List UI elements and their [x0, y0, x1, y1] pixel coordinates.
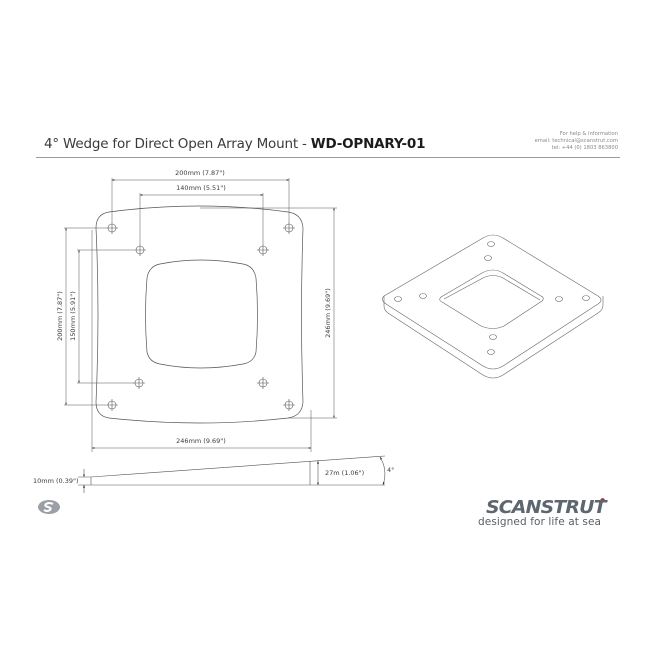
header-rule — [36, 157, 620, 158]
dim-overall-width: 246mm (9.69") — [176, 437, 226, 445]
brand-tagline: designed for life at sea — [478, 516, 602, 528]
angle-arc — [379, 456, 386, 486]
hole-icon — [134, 244, 146, 256]
top-view — [95, 205, 304, 424]
dim-hole-outer-height: 200mm (7.87") — [56, 291, 64, 341]
hole-icon — [133, 377, 145, 389]
hole-icon — [257, 244, 269, 256]
iso-cutout-inner — [443, 275, 541, 301]
center-cutout — [145, 259, 258, 369]
isometric-view — [382, 234, 604, 379]
iso-cutout-outer — [439, 269, 544, 329]
hole-icon — [106, 399, 118, 411]
plate-outline — [95, 205, 304, 424]
title-text: 4° Wedge for Direct Open Array Mount - — [44, 136, 311, 152]
iso-top-face — [382, 234, 602, 370]
help-heading: For help & information — [559, 131, 618, 137]
hole-icon — [283, 222, 295, 234]
mounting-holes — [106, 222, 295, 411]
hole-icon — [257, 377, 269, 389]
brand-logo: SCANSTRUT● — [486, 497, 607, 518]
side-view — [78, 455, 386, 493]
hole-icon — [283, 399, 295, 411]
dim-angle: 4° — [387, 466, 394, 474]
help-info: For help & information email: technical@… — [535, 131, 618, 152]
iso-bottom-edge — [383, 296, 604, 379]
part-number: WD-OPNARY-01 — [310, 136, 426, 152]
help-phone: tel: +44 (0) 1803 863800 — [551, 145, 618, 151]
scanstrut-s-logo-icon — [38, 500, 60, 514]
dim-thin-end: 10mm (0.39") — [33, 477, 79, 485]
help-email: email: technical@scanstrut.com — [534, 138, 618, 144]
dim-thick-end: 27m (1.06") — [325, 469, 364, 477]
dim-hole-inner-height: 150mm (5.91") — [69, 291, 77, 341]
page-title: 4° Wedge for Direct Open Array Mount - W… — [44, 136, 425, 152]
dimension-lines — [64, 178, 337, 452]
dim-overall-height: 246mm (9.69") — [324, 288, 332, 338]
hole-icon — [106, 222, 118, 234]
dim-hole-outer-width: 200mm (7.87") — [175, 169, 225, 177]
brand-dot: ● — [599, 497, 606, 504]
dim-hole-inner-width: 140mm (5.51") — [176, 184, 226, 192]
brand-name: SCANSTRUT — [486, 497, 607, 518]
